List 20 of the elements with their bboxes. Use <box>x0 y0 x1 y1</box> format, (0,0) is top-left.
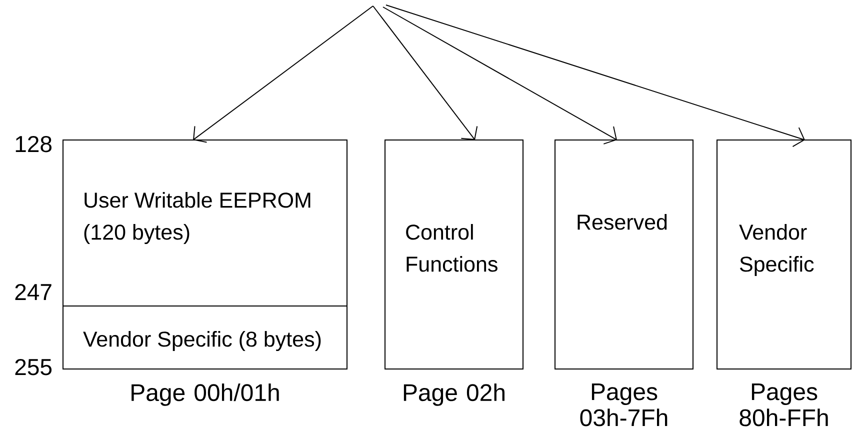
box-text: User Writable EEPROM (120 bytes) <box>84 192 310 244</box>
arrow <box>193 6 374 143</box>
offset-label: 255 <box>15 358 52 376</box>
box-text: Vendor Specific <box>739 224 814 276</box>
page-box <box>554 140 694 370</box>
page-caption: Pages 80h-FFh <box>740 384 828 426</box>
offset-label: 128 <box>16 136 52 152</box>
page-box <box>62 140 348 370</box>
box-text: Reserved <box>578 214 667 230</box>
page-box <box>384 140 524 370</box>
arrow <box>386 4 805 148</box>
offset-label: 247 <box>15 284 52 300</box>
page-caption: Page 00h/01h <box>132 384 279 406</box>
arrow <box>382 6 617 144</box>
page-box <box>716 140 852 370</box>
arrow <box>372 6 478 140</box>
box-text: Control Functions <box>406 224 498 272</box>
page-caption: Pages 03h-7Fh <box>580 384 668 426</box>
page-caption: Page 02h <box>404 384 504 406</box>
box-text: Vendor Specific (8 bytes) <box>83 331 321 352</box>
